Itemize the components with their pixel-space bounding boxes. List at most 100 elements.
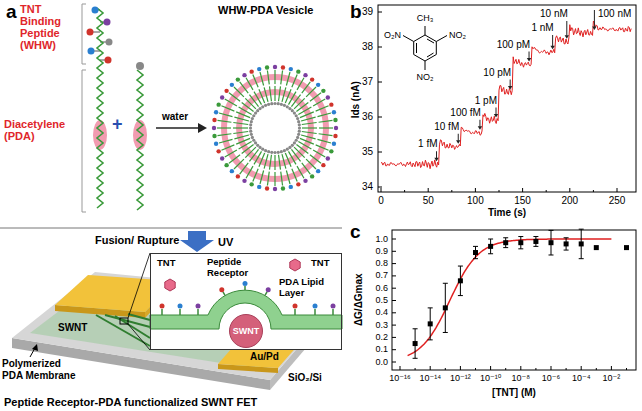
arrow-line [156,127,199,129]
peptide-head [333,134,337,138]
data-point [518,240,523,245]
peptide-head [273,187,277,191]
head-group [256,144,259,147]
head-group [270,151,273,154]
annotation-arrow [552,35,553,46]
bracket [82,4,86,64]
peptide-head [303,73,307,77]
lipid-tail [310,155,321,164]
peptide-stick [244,286,246,290]
diacetylene-ring [239,92,311,164]
peptide-head [230,83,234,87]
peptide-head [296,182,300,186]
lipid-tail [302,82,311,93]
lipid-tail [249,149,258,161]
axis-tick [445,368,446,370]
head-group [249,126,252,129]
tick-label: 0.7 [375,270,388,280]
error-cap [579,258,584,259]
data-point [488,244,493,249]
error-cap [473,258,478,259]
inset-box: TNTPeptide ReceptorTNTPDA Lipid LayerSWN… [150,253,342,350]
axis-tick [400,366,401,370]
axis-tick [378,12,382,13]
tick-label: 10⁻¹⁰ [480,373,501,383]
axis-tick [392,337,396,338]
process-label: Fusion/ Rupture [95,234,179,247]
lipid-tail [253,169,258,182]
peptide-head [216,149,220,153]
plot-frame [392,230,636,370]
axis-title: ΔG/ΔGmax [352,274,364,327]
inset-text: Peptide Receptor [207,256,259,279]
peptide-head [212,126,216,130]
head-group [267,103,270,106]
chem-bond [425,61,426,70]
lipid-tail [302,163,311,174]
axis-tick [460,366,461,370]
tick-label: 0.5 [375,295,388,305]
data-point [564,241,569,246]
annotation-arrow [458,134,459,141]
lipid-tail [310,93,321,102]
lipid-tail [274,155,275,170]
axis-tick [404,190,405,192]
lipid-tail [301,117,315,121]
peptide-head [212,134,216,138]
error-cap [488,239,493,240]
lipid-tail [291,95,300,107]
swnt-tube [230,315,263,348]
axis-tick [475,368,476,370]
head-group [280,103,283,106]
axis-tick [490,366,491,370]
peptide-head [265,186,269,190]
concentration-label: 1 nM [531,22,553,34]
axis-title: [TNT] (M) [492,387,536,399]
lipid-tail [297,78,304,90]
error-cap [413,358,418,359]
tick-label: 10⁻² [603,373,621,383]
head-group [249,123,252,126]
figure-label: WHW-PDA Vesicle [218,4,313,17]
lipid-tail [285,153,291,167]
double-bond [416,43,417,53]
peptide-stick [294,309,296,315]
peptide-atom [105,57,112,64]
arrow-head [456,140,460,144]
peptide-atom [106,39,113,46]
axis-tick [522,188,523,192]
peptide-head [321,89,325,93]
peptide-head [310,77,314,81]
axis-tick [378,47,382,48]
arrow-head [508,86,512,90]
process-label: water [162,111,188,123]
axis-tick [415,368,416,370]
head-group [264,149,267,152]
lipid-tail [217,120,231,122]
uv-arrow [180,231,214,252]
axis-tick [520,366,521,370]
peptide-head [321,163,325,167]
tick-label: 0.9 [375,246,388,256]
current-trace [381,21,631,169]
head-group [298,123,301,126]
data-point [594,245,599,250]
plot-frame [378,5,636,192]
peptide-head [196,304,201,309]
arrow-head [565,35,569,39]
arrow-head [527,58,531,62]
chem-group: O₂N [384,30,401,40]
peptide-head [230,169,234,173]
lipid-tail [270,155,272,170]
lipid-tail [217,127,231,128]
concentration-label: 10 fM [434,121,459,133]
tick-label: 0.3 [375,320,388,330]
lipid-tail [246,78,253,90]
annotation-arrow [529,52,530,59]
head-group [261,148,264,151]
lipid-tail [279,155,281,170]
axis-tick [428,188,429,192]
molecule-label: Diacetylene (PDA) [4,118,78,142]
chem-bond [436,36,447,42]
peptide-head [242,73,246,77]
